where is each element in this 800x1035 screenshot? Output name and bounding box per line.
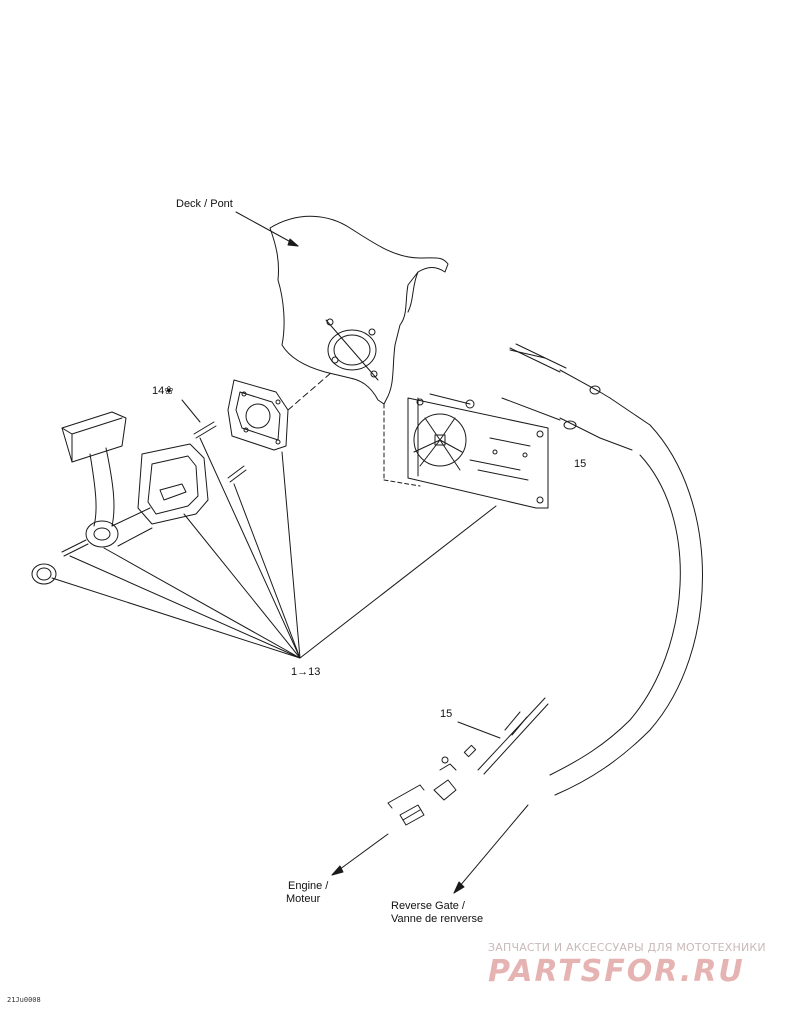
- watermark-tagline: ЗАПЧАСТИ И АКСЕССУАРЫ ДЛЯ МОТОТЕХНИКИ: [488, 941, 766, 954]
- shift-mechanism: [407, 393, 549, 509]
- reverse-gate-label-line2: Vanne de renverse: [391, 913, 484, 925]
- engine-leader-arrow: [331, 865, 344, 876]
- part-15-lower-label: 15: [440, 708, 453, 720]
- part-15-upper-label: 15: [574, 458, 587, 470]
- figure-reference: 21Ju0008: [7, 996, 41, 1004]
- part-14-label: 14❀: [152, 385, 174, 397]
- reverse-gate-label-line1: Reverse Gate /: [391, 900, 465, 912]
- engine-label-line1: Engine /: [288, 880, 329, 892]
- lower-15-leader: [457, 721, 501, 739]
- screws: [61, 399, 247, 557]
- parts-1-13-label: 1→13: [291, 666, 321, 678]
- bezel: [137, 443, 209, 525]
- lever-handle: [61, 411, 153, 548]
- callout-1-13-lines: [51, 437, 497, 659]
- lower-cable: [387, 697, 549, 826]
- upper-cable: [501, 343, 703, 796]
- deck-leader-arrow: [287, 238, 299, 247]
- engine-label-line2: Moteur: [286, 893, 321, 905]
- washer: [31, 563, 57, 585]
- deck-label: Deck / Pont: [176, 198, 233, 210]
- reverse-leader: [453, 804, 529, 894]
- reverse-leader-arrow: [453, 881, 465, 894]
- watermark-logo: PARTSFOR.RU: [488, 954, 745, 989]
- housing: [227, 371, 333, 451]
- deck-leader: [235, 211, 299, 247]
- deck-panel: [269, 215, 449, 487]
